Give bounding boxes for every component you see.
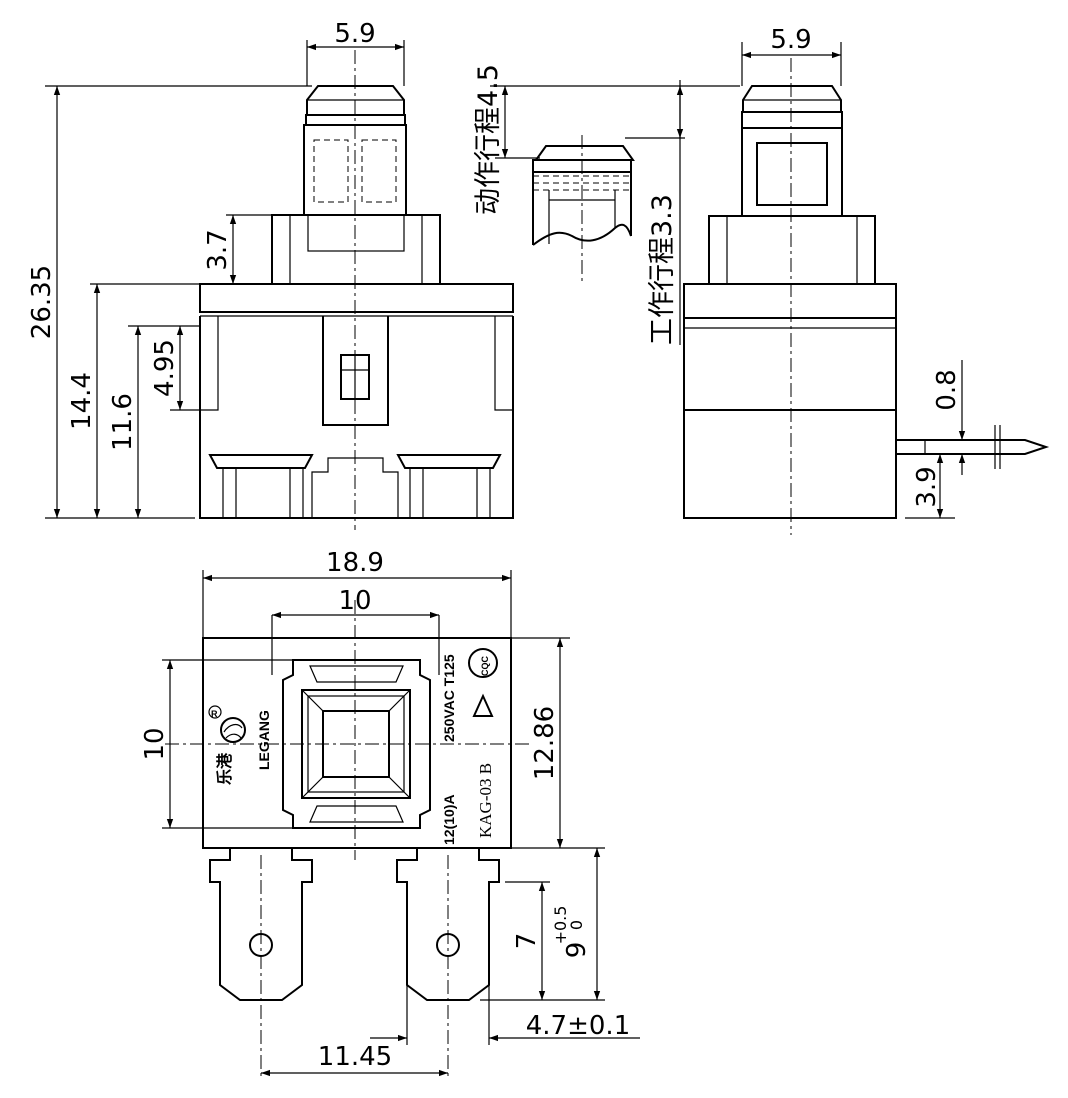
action-travel-value: 4.5 — [473, 64, 504, 107]
rating-line1: 250VAC T125 — [441, 654, 457, 742]
dim-pin-height: 3.9 — [912, 466, 942, 507]
dim-step: 3.7 — [203, 229, 233, 270]
cqc-mark — [468, 648, 498, 678]
dim-terminal-width: 4.7±0.1 — [526, 1011, 630, 1041]
dim-terminal-tol-zero: 0 — [567, 920, 586, 930]
dim-lower-height: 11.6 — [108, 393, 138, 451]
working-travel-value: 3.3 — [647, 194, 678, 237]
dim-body-height: 14.4 — [67, 372, 97, 430]
dim-front-top-width: 5.9 — [334, 19, 375, 49]
dim-bottom-width: 18.9 — [326, 548, 384, 578]
dim-pin-thickness: 0.8 — [932, 369, 962, 410]
model-marking: KAG-03 B — [476, 763, 495, 838]
dim-bottom-height: 12.86 — [530, 706, 560, 780]
brand-cn: 乐港 — [215, 752, 234, 785]
dim-terminal-pitch: 11.45 — [318, 1042, 392, 1072]
travel-detail — [532, 135, 635, 282]
registered-mark: R — [211, 709, 218, 719]
rating-line2: 12(10)A — [441, 794, 457, 845]
action-travel-label: 动作行程 — [473, 107, 504, 215]
legang-logo: R 乐港 LEGANG — [208, 705, 272, 785]
cert-marking: CQC — [480, 656, 490, 677]
travel-dimensions: 动作行程4.5 工作行程3.3 — [473, 64, 740, 345]
action-travel-text: 动作行程4.5 — [473, 64, 504, 215]
working-travel-label: 工作行程 — [647, 237, 678, 345]
dim-terminal-total: 9 — [562, 942, 592, 959]
warning-triangle-icon — [472, 693, 494, 717]
working-travel-text: 工作行程3.3 — [647, 194, 678, 345]
dim-button-width: 10 — [338, 586, 371, 616]
dim-window: 4.95 — [150, 339, 180, 397]
brand-en: LEGANG — [256, 710, 272, 770]
bottom-view: R 乐港 LEGANG 250VAC T125 12(10)A KAG-03 B… — [165, 600, 530, 1080]
dim-terminal-tol-plus: +0.5 — [551, 906, 570, 945]
bottom-dimensions: 18.9 10 10 12.86 7 9 +0.5 0 4.7±0.1 11.4… — [140, 548, 640, 1077]
side-view — [683, 58, 1050, 535]
front-dimensions: 5.9 26.35 14.4 11.6 4.95 3.7 — [27, 19, 405, 519]
dim-overall-height: 26.35 — [27, 265, 57, 339]
front-view — [199, 50, 514, 530]
side-dimensions: 5.9 0.8 3.9 — [741, 25, 966, 519]
dim-side-top-width: 5.9 — [770, 25, 811, 55]
dim-terminal-length: 7 — [512, 933, 542, 950]
dim-button-height: 10 — [140, 727, 170, 760]
